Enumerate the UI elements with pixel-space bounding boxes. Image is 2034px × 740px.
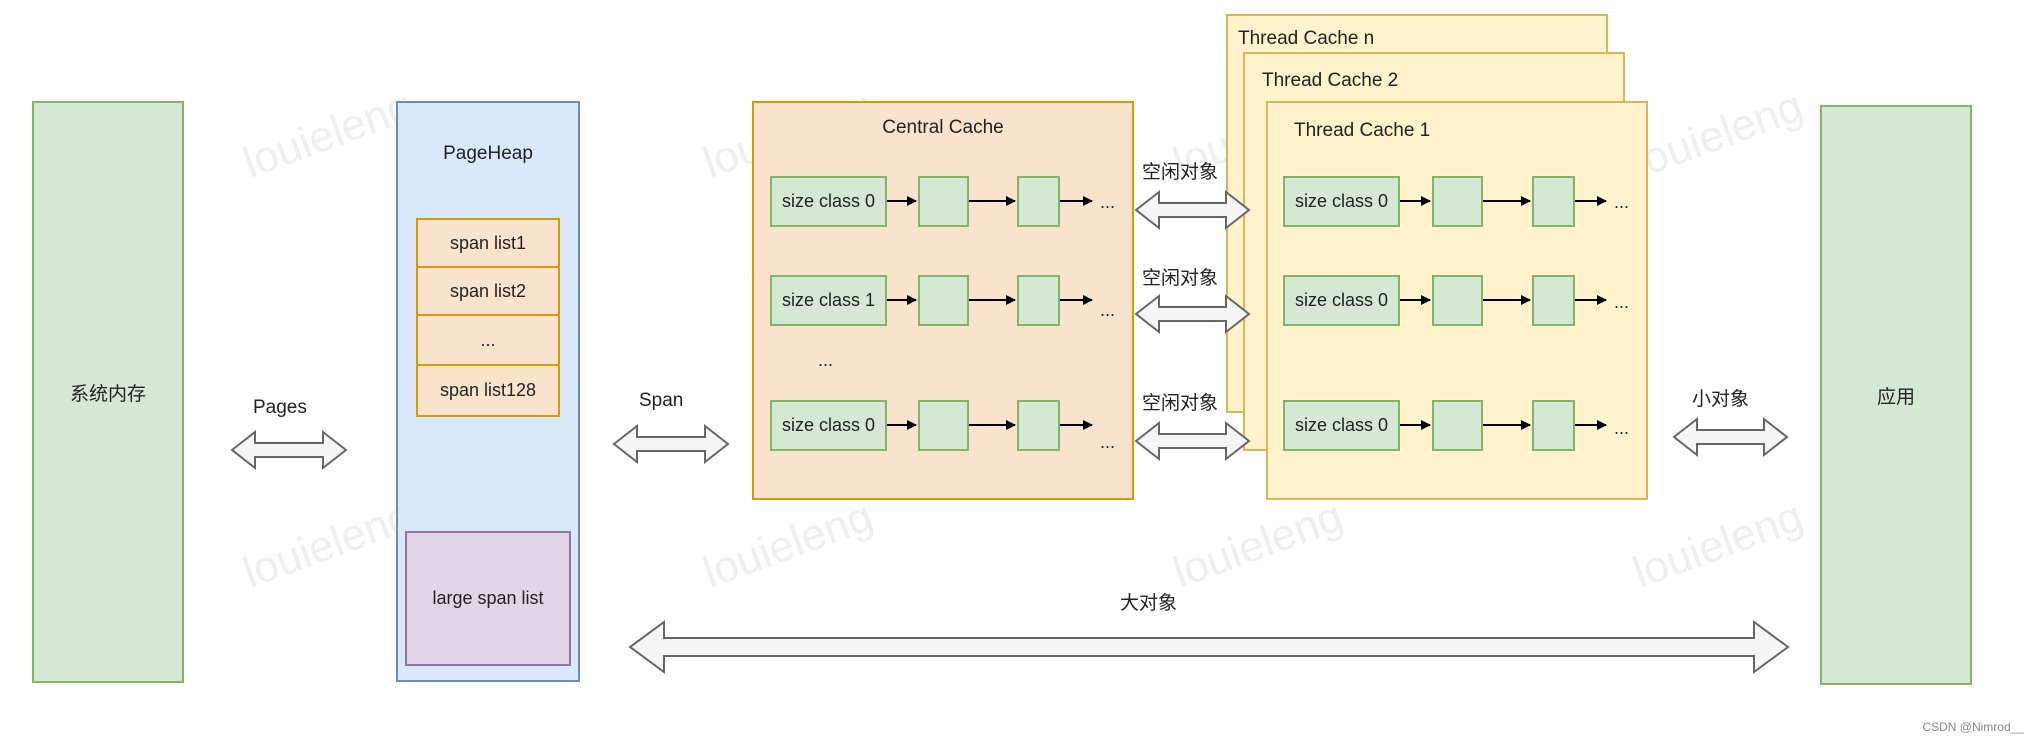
small-object-label: 小对象 (1692, 389, 1750, 410)
pages-label: Pages (253, 397, 307, 418)
central-ellipsis-text: ... (818, 350, 834, 370)
thread-cache-title: Thread Cache n (1238, 28, 1375, 49)
span-label: Span (639, 390, 684, 411)
application-block: 应用 (1820, 105, 1972, 685)
row-ellipsis-text: ... (1614, 292, 1630, 312)
span-list-item: span list2 (416, 266, 560, 316)
row-ellipsis-text: ... (1614, 192, 1630, 212)
span-node (1017, 176, 1060, 227)
span-node (1017, 400, 1060, 451)
credit-text: CSDN @Nimrod__ (1922, 720, 2024, 734)
size-class-cell: size class 1 (770, 275, 887, 326)
large-object-double-arrow (628, 620, 1790, 674)
size-class-cell: size class 0 (1283, 275, 1400, 326)
large-span-list: large span list (405, 531, 571, 666)
free-object-double-arrow (1134, 189, 1251, 231)
system-memory-block: 系统内存 (32, 101, 184, 683)
page-heap-title: PageHeap (443, 143, 533, 164)
span-node (918, 275, 969, 326)
span-node (918, 400, 969, 451)
span-double-arrow (612, 423, 730, 465)
row-ellipsis-text: ... (1100, 432, 1116, 452)
span-list-item: span list128 (416, 364, 560, 417)
size-class-cell: size class 0 (1283, 400, 1400, 451)
size-class-cell: size class 0 (770, 400, 887, 451)
thread-cache-title: Thread Cache 2 (1262, 70, 1399, 91)
free-object-double-arrow (1134, 293, 1251, 335)
span-node (918, 176, 969, 227)
central-cache-title: Central Cache (882, 117, 1004, 138)
free-object-label: 空闲对象 (1142, 268, 1219, 289)
thread-cache-title: Thread Cache 1 (1294, 120, 1431, 141)
free-object-label: 空闲对象 (1142, 393, 1219, 414)
object-node (1532, 176, 1575, 227)
row-ellipsis-text: ... (1100, 300, 1116, 320)
size-class-cell: size class 0 (1283, 176, 1400, 227)
application-label: 应用 (1876, 386, 1915, 408)
small-object-double-arrow (1672, 416, 1789, 458)
large-object-label: 大对象 (1120, 593, 1178, 614)
span-node (1017, 275, 1060, 326)
object-node (1532, 400, 1575, 451)
object-node (1432, 400, 1483, 451)
free-object-label: 空闲对象 (1142, 162, 1219, 183)
object-node (1532, 275, 1575, 326)
size-class-cell: size class 0 (770, 176, 887, 227)
object-node (1432, 176, 1483, 227)
object-node (1432, 275, 1483, 326)
free-object-double-arrow (1134, 420, 1251, 462)
span-list-item: ... (416, 314, 560, 366)
row-ellipsis-text: ... (1100, 192, 1116, 212)
pages-double-arrow (230, 429, 348, 471)
row-ellipsis-text: ... (1614, 418, 1630, 438)
system-memory-label: 系统内存 (69, 383, 146, 405)
